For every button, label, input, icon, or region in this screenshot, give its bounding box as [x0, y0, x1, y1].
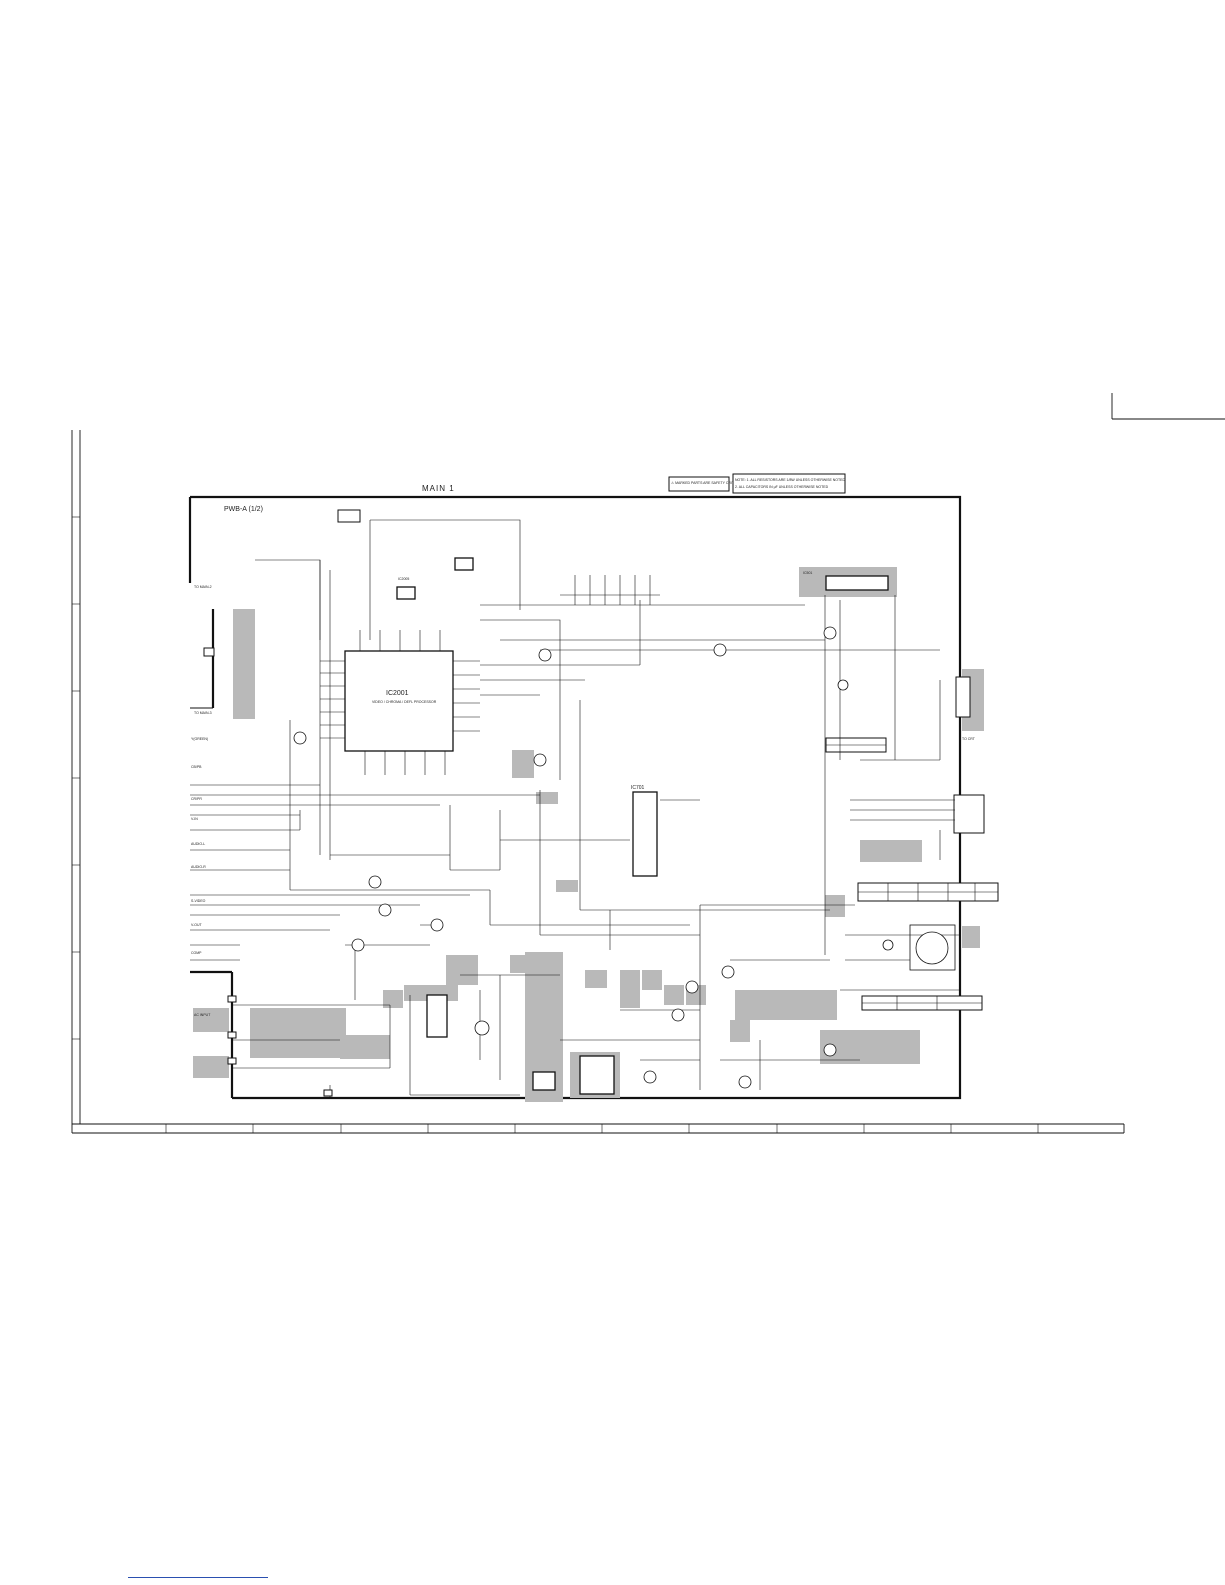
- side-label: V-OUT: [191, 923, 203, 927]
- connector-power-in: AC INPUT: [194, 1013, 211, 1017]
- side-label: AUDIO-L: [191, 842, 205, 846]
- board-label: PWB-A (1/2): [224, 506, 263, 513]
- side-input-labels: Y(GREEN) CB/PB CR/PR V-IN AUDIO-L AUDIO-…: [191, 737, 208, 955]
- shaded-areas: [193, 567, 984, 1102]
- connector-right: TO CRT: [962, 737, 976, 741]
- top-cap-bank: [560, 575, 660, 605]
- note-safety: ⚠ MARKED PARTS ARE SAFETY CRITICAL: [671, 481, 742, 485]
- connector-left-top: TO MAIN-2: [194, 585, 212, 589]
- page-border: [71, 393, 1225, 1134]
- ic2005-ref: IC2005: [398, 577, 409, 581]
- footer-link-underline: [128, 1577, 268, 1578]
- ic501: IC501: [803, 571, 889, 591]
- note-2: 2. ALL CAPACITORS IN µF UNLESS OTHERWISE…: [735, 485, 829, 489]
- ic2001: IC2001 VIDEO / CHROMA / DEFL PROCESSOR: [344, 650, 454, 752]
- note-1: NOTE: 1. ALL RESISTORS ARE 1/8W UNLESS O…: [735, 478, 845, 482]
- notes-area: ⚠ MARKED PARTS ARE SAFETY CRITICAL NOTE:…: [668, 473, 846, 494]
- ic501-ref: IC501: [803, 571, 812, 575]
- ic2005: IC2005: [396, 577, 416, 600]
- ic701-ref: IC701: [631, 785, 645, 791]
- ic701: IC701: [631, 785, 658, 877]
- side-label: CB/PB: [191, 765, 202, 769]
- left-connector-pins: [203, 647, 333, 1097]
- side-label: Y(GREEN): [191, 737, 208, 741]
- side-label: AUDIO-R: [191, 865, 206, 869]
- transistors: [293, 626, 949, 1089]
- side-label: S-VIDEO: [191, 899, 206, 903]
- ic2001-desc: VIDEO / CHROMA / DEFL PROCESSOR: [372, 700, 437, 704]
- ic2001-ref: IC2001: [386, 690, 409, 697]
- misc-ics: [337, 509, 999, 1095]
- side-label: COMP: [191, 951, 202, 955]
- connector-left-mid: TO MAIN-3: [194, 711, 212, 715]
- side-label: V-IN: [191, 817, 198, 821]
- frame-title: MAIN 1: [422, 484, 455, 493]
- side-label: CR/PR: [191, 797, 202, 801]
